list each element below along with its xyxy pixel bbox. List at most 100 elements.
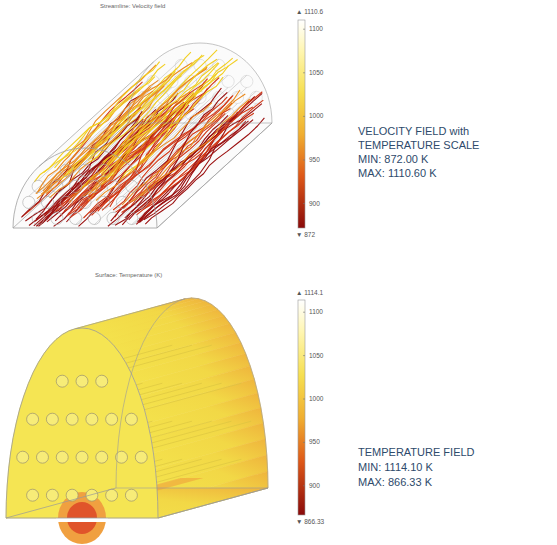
tube-end <box>126 180 138 192</box>
tube-end <box>98 164 110 176</box>
silhouette-line <box>75 299 185 329</box>
tube-end <box>79 196 91 208</box>
max-note: MAX: 1110.60 K <box>358 167 436 180</box>
tube-end <box>116 196 128 208</box>
tube-end <box>32 180 44 192</box>
color-bar <box>298 20 305 228</box>
tick-label: 950 <box>309 156 320 164</box>
tube-end <box>106 413 118 425</box>
min-value: ▼ 866.33 <box>296 518 324 526</box>
color-bar-ticks <box>303 29 305 203</box>
streamline <box>69 104 167 203</box>
max-note: MAX: 866.33 K <box>358 476 432 489</box>
tube-end <box>41 196 53 208</box>
tube-end <box>51 212 63 224</box>
tick-label: 900 <box>309 200 320 208</box>
tube-end <box>60 196 72 208</box>
tube-end <box>36 451 48 463</box>
tube-end <box>88 180 100 192</box>
tube-end <box>66 489 78 501</box>
tube-end <box>70 180 82 192</box>
min-note: MIN: 1114.10 K <box>358 461 433 474</box>
min-note: MIN: 872.00 K <box>358 153 428 166</box>
face-outline <box>13 148 157 228</box>
streamline <box>127 107 253 210</box>
color-bar-ticks <box>303 312 305 486</box>
mask <box>56 518 108 522</box>
min-value: ▼ 872 <box>296 231 315 239</box>
tube-line <box>141 421 251 451</box>
tube-end <box>66 413 78 425</box>
streamline-plot <box>13 43 272 228</box>
streamline <box>137 120 253 222</box>
tube-end <box>107 180 119 192</box>
tube-end <box>125 413 137 425</box>
tube-end <box>56 375 68 387</box>
tube-end <box>88 212 100 224</box>
tube-end <box>51 180 63 192</box>
max-value: ▲ 1110.6 <box>296 8 323 16</box>
tube-end <box>76 451 88 463</box>
tube-end <box>135 196 147 208</box>
silhouette-line <box>39 62 154 167</box>
tube-line <box>131 383 241 413</box>
plot-caption: TEMPERATURE FIELD <box>358 446 475 459</box>
tick-label: 950 <box>309 438 320 446</box>
front-face <box>6 328 158 518</box>
streamline <box>37 91 153 199</box>
streamline <box>46 74 172 194</box>
streamline <box>103 50 218 162</box>
silhouette-line <box>157 123 272 228</box>
tube-end <box>76 375 88 387</box>
tube-end <box>96 451 108 463</box>
streamline <box>92 67 207 191</box>
tube-end <box>222 75 234 87</box>
face-outline <box>128 43 272 123</box>
tube-end <box>27 413 39 425</box>
silhouette-line <box>158 488 268 518</box>
tick-label: 1050 <box>309 352 323 360</box>
tube-end <box>46 413 58 425</box>
plot-title: Streamline: Velocity field <box>100 3 165 10</box>
tube-end <box>86 489 98 501</box>
tube-end <box>70 212 82 224</box>
tube-end <box>241 75 253 87</box>
color-bar <box>298 300 305 515</box>
tick-label: 900 <box>309 482 320 490</box>
tube-end <box>107 212 119 224</box>
plot-caption: VELOCITY FIELD with TEMPERATURE SCALE <box>358 124 488 152</box>
tube-end <box>126 212 138 224</box>
tick-label: 1100 <box>309 308 323 316</box>
tube-end <box>23 196 35 208</box>
tube-end <box>96 375 108 387</box>
face-outline <box>116 298 268 488</box>
tube-end <box>32 212 44 224</box>
tick-label: 1000 <box>309 112 323 120</box>
tick-label: 1000 <box>309 395 323 403</box>
streamline <box>107 59 217 164</box>
streamline <box>130 99 250 202</box>
edge-line <box>157 123 272 228</box>
tube-end <box>106 489 118 501</box>
streamline <box>98 79 208 212</box>
edge-line <box>13 123 128 228</box>
tube-end <box>56 451 68 463</box>
plot-title: Surface: Temperature (K) <box>95 272 162 279</box>
tube-end <box>98 196 110 208</box>
temperature-plot <box>6 298 268 544</box>
face-outline <box>6 328 158 518</box>
tube-end <box>46 489 58 501</box>
tick-label: 1100 <box>309 25 323 33</box>
streamline <box>44 64 166 173</box>
max-value: ▲ 1114.1 <box>296 289 323 297</box>
tube-end <box>60 164 72 176</box>
tube-end <box>17 451 29 463</box>
tick-label: 1050 <box>309 69 323 77</box>
tube-end <box>135 451 147 463</box>
tube-end <box>86 413 98 425</box>
tube-end <box>125 489 137 501</box>
edge-line <box>158 488 268 518</box>
edge-line <box>6 488 116 518</box>
tube-end <box>27 489 39 501</box>
